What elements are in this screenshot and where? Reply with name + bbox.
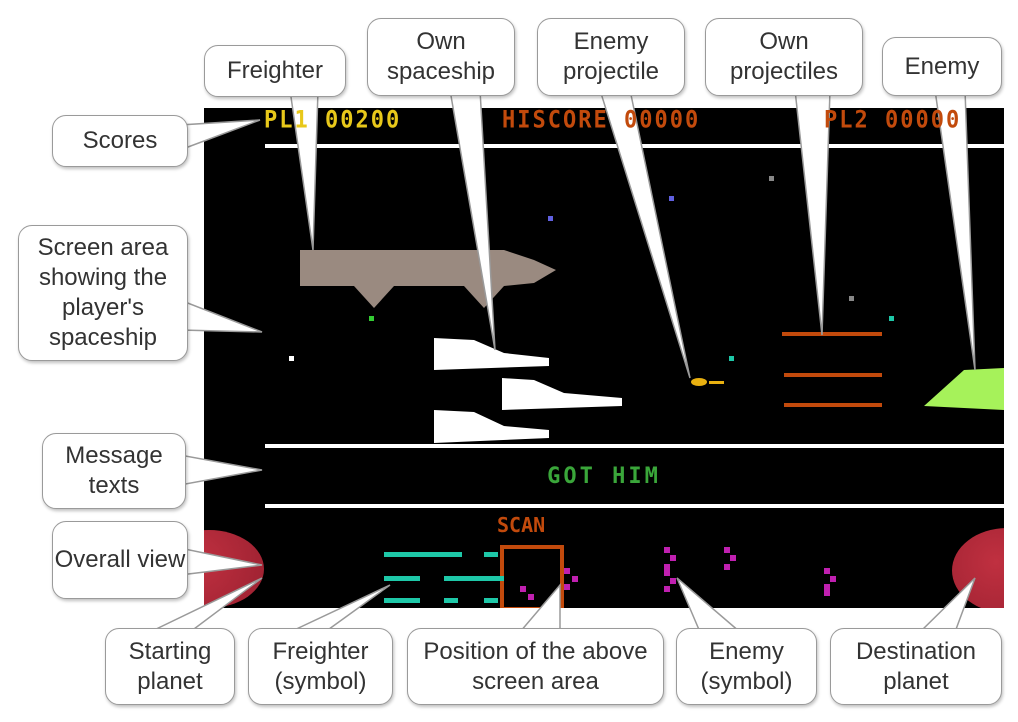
overview-symbols [384,547,836,603]
callout-freighter-symbol: Freighter (symbol) [248,628,393,705]
enemy [924,368,1004,410]
freighter [300,250,556,308]
divider-bottom [265,504,1004,508]
callout-enemy-projectile: Enemy projectile [537,18,685,96]
callout-message-texts: Message texts [42,433,186,509]
stars [289,176,894,361]
callout-own-projectiles: Own projectiles [705,18,863,96]
freighter-symbols [384,552,504,603]
callout-scores: Scores [52,115,188,167]
callout-overall-view: Overall view [52,521,188,599]
callout-screen-area: Screen area showing the player's spacesh… [18,225,188,361]
callout-destination-planet: Destination planet [830,628,1002,705]
enemy-projectile [691,378,724,386]
callout-starting-planet: Starting planet [105,628,235,705]
game-screen: PL1 00200 HISCORE 00000 PL2 00000 [204,108,1004,608]
own-projectiles [782,332,882,407]
callout-freighter: Freighter [204,45,346,97]
callout-enemy-symbol: Enemy (symbol) [676,628,817,705]
message-text: GOT HIM [547,464,661,489]
callout-position: Position of the above screen area [407,628,664,705]
play-area [289,176,1004,443]
own-spaceship [434,338,622,443]
player2-score: PL2 00000 [824,108,962,135]
callout-own-spaceship: Own spaceship [367,18,515,96]
player1-score: PL1 00200 [264,108,402,135]
scan-label: SCAN [497,513,546,537]
hiscore: HISCORE 00000 [502,108,701,135]
callout-enemy: Enemy [882,37,1002,96]
enemy-symbols [520,547,836,600]
divider-middle [265,444,1004,448]
